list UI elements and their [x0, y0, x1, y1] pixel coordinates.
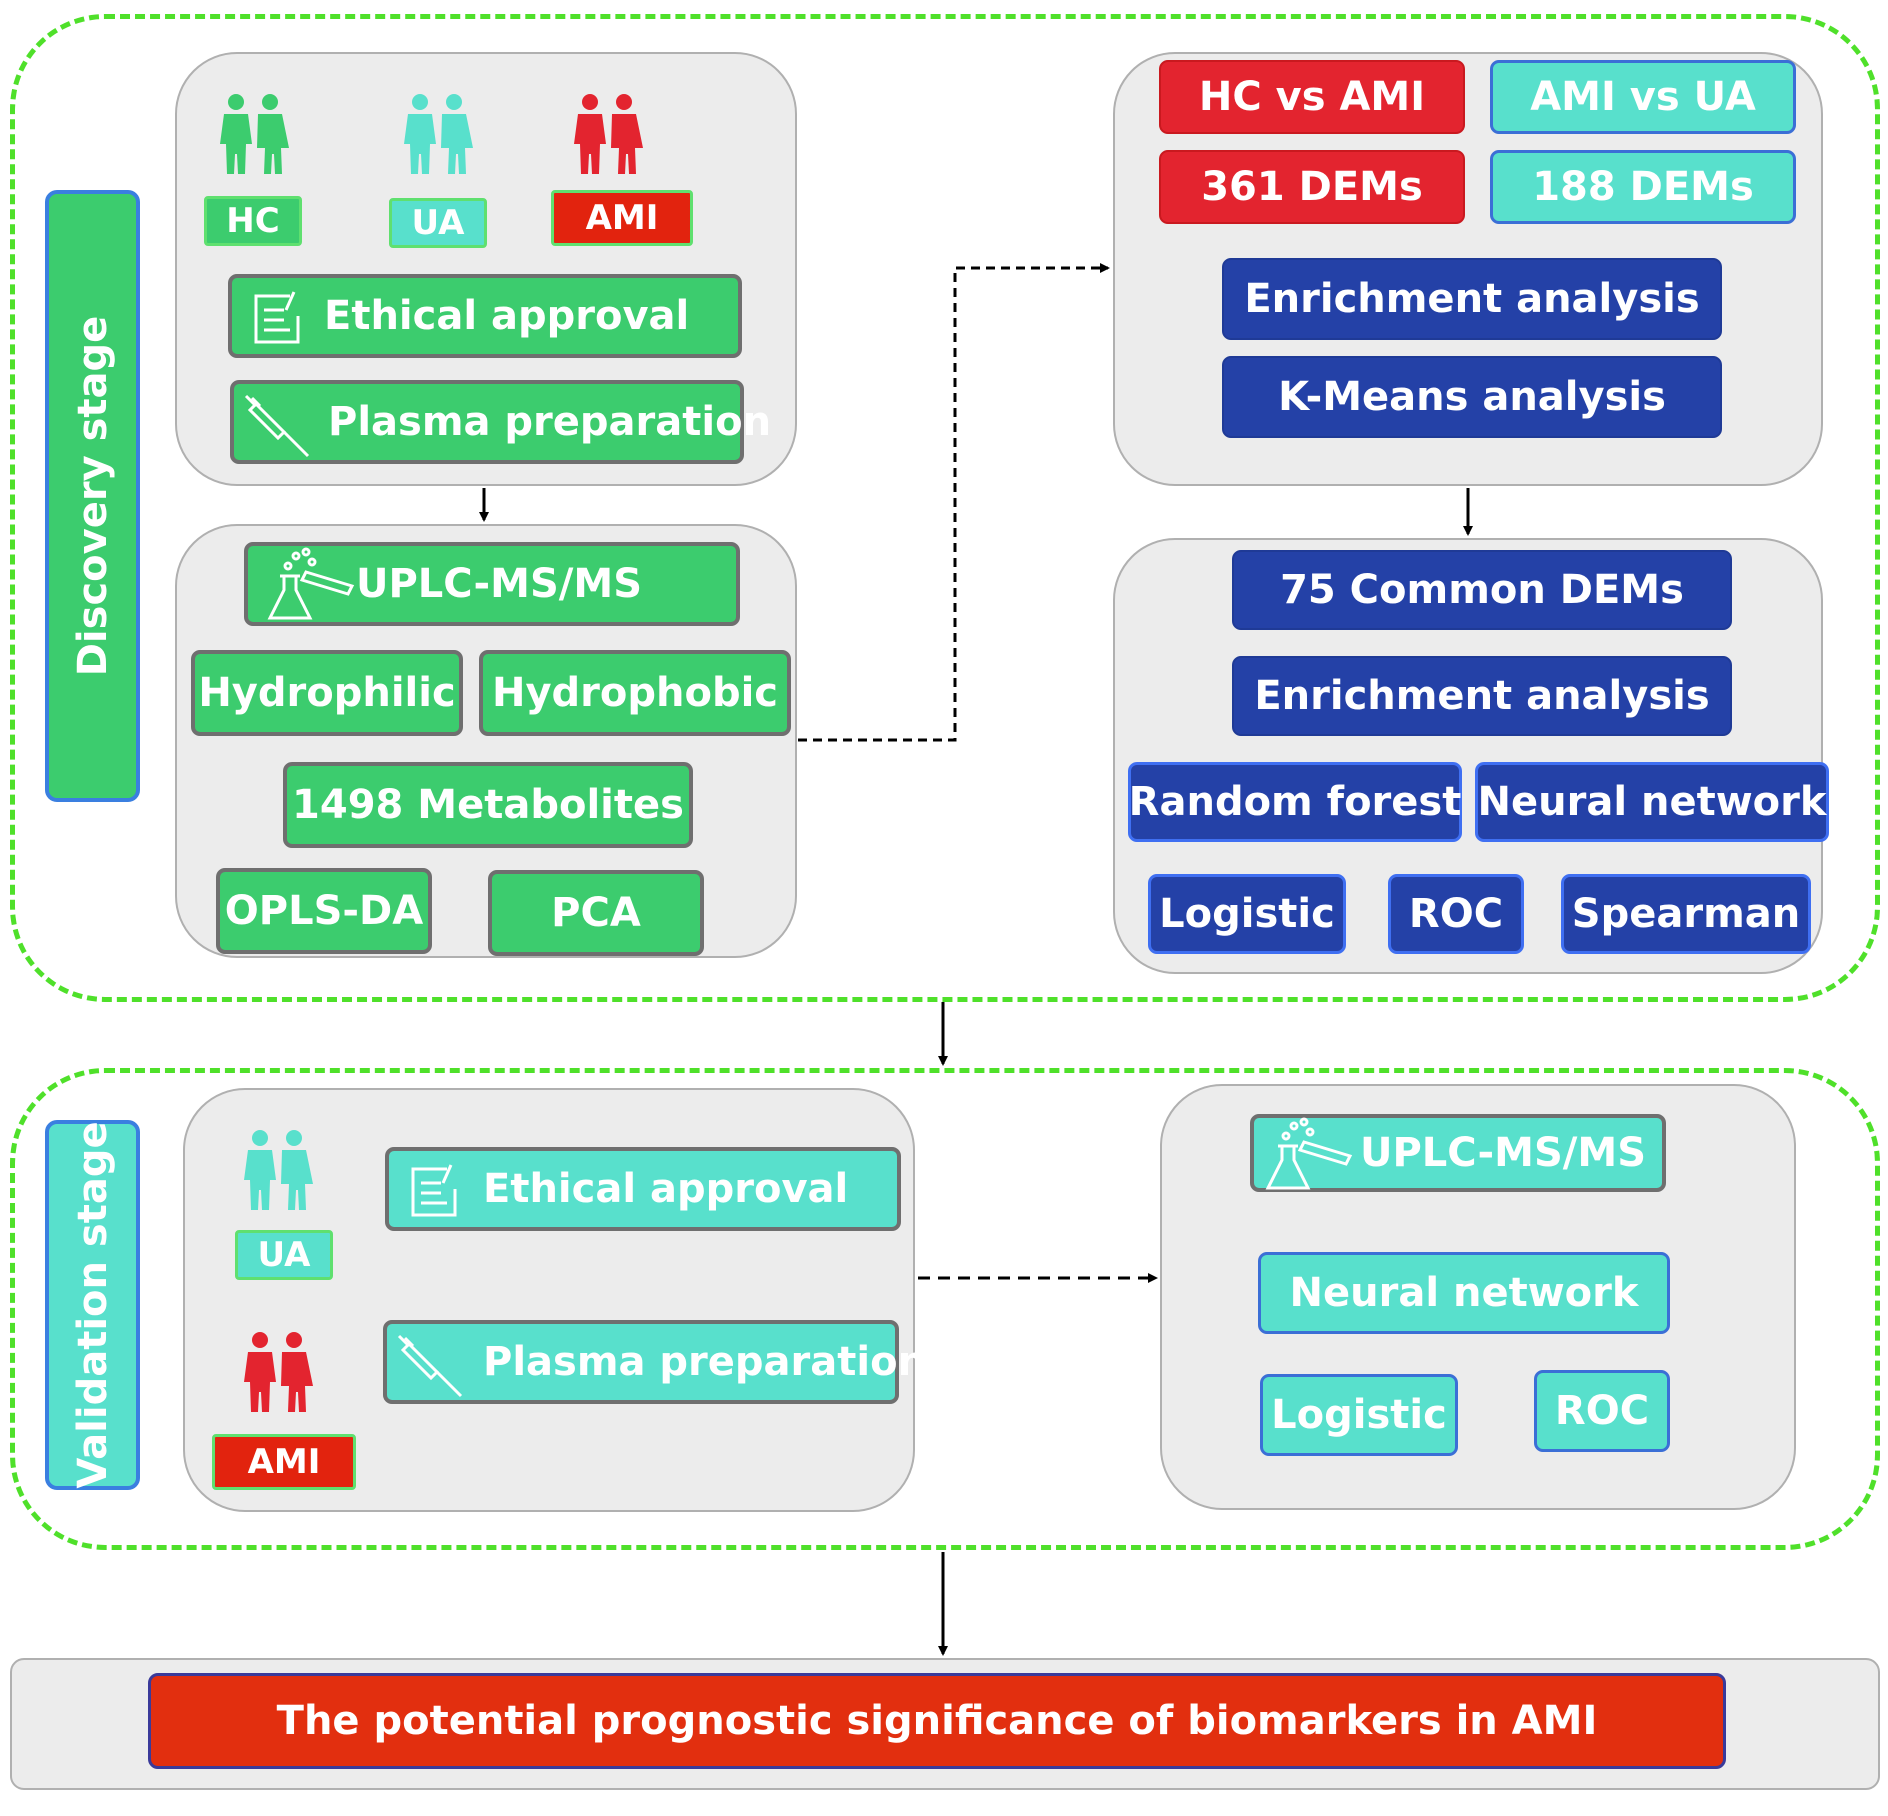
enrichment-analysis-2-box: Enrichment analysis [1232, 656, 1732, 736]
hc-vs-ami-box: HC vs AMI [1159, 60, 1465, 134]
random-forest-box: Random forest [1128, 762, 1462, 842]
validation-uplc-msms-label: UPLC-MS/MS [1360, 1130, 1646, 1176]
dems-361-box: 361 DEMs [1159, 150, 1465, 224]
ethical-approval-label: Ethical approval [324, 293, 690, 339]
clipboard-icon [254, 291, 300, 344]
validation-roc-box: ROC [1534, 1370, 1670, 1452]
hc-tag: HC [204, 196, 302, 246]
discovery-stage-label: Discovery stage [45, 190, 140, 802]
roc-box: ROC [1388, 874, 1524, 954]
flask-icon [1265, 1117, 1353, 1190]
uplc-msms-label: UPLC-MS/MS [356, 561, 642, 607]
validation-neural-network-box: Neural network [1258, 1252, 1670, 1334]
discovery-stage-frame [10, 14, 1880, 1002]
conclusion-box: The potential prognostic significance of… [148, 1673, 1726, 1769]
people-icon [402, 92, 476, 176]
plasma-preparation-box: Plasma preparation [230, 380, 771, 464]
validation-ethical-approval-box: Ethical approval [385, 1147, 901, 1231]
validation-uplc-msms-box: UPLC-MS/MS [1250, 1114, 1666, 1192]
people-icon [242, 1128, 316, 1212]
clipboard-icon [411, 1164, 457, 1217]
neural-network-box: Neural network [1475, 762, 1829, 842]
validation-plasma-preparation-box: Plasma preparation [383, 1320, 926, 1404]
dems-188-box: 188 DEMs [1490, 150, 1796, 224]
ami-vs-ua-box: AMI vs UA [1490, 60, 1796, 134]
syringe-icon [397, 1334, 463, 1398]
syringe-icon [244, 394, 310, 458]
people-icon [572, 92, 646, 176]
validation-stage-frame [10, 1068, 1880, 1550]
validation-ethical-approval-label: Ethical approval [483, 1166, 849, 1212]
kmeans-analysis-box: K-Means analysis [1222, 356, 1722, 438]
people-icon [218, 92, 292, 176]
ua-tag: UA [389, 198, 487, 248]
validation-plasma-preparation-label: Plasma preparation [483, 1339, 927, 1385]
pca-box: PCA [488, 870, 704, 956]
ami-tag: AMI [551, 190, 693, 246]
validation-ua-tag: UA [235, 1230, 333, 1280]
logistic-box: Logistic [1148, 874, 1346, 954]
hydrophobic-box: Hydrophobic [479, 650, 791, 736]
uplc-msms-box: UPLC-MS/MS [244, 542, 740, 626]
flask-icon [267, 547, 355, 620]
hydrophilic-box: Hydrophilic [191, 650, 463, 736]
spearman-box: Spearman [1561, 874, 1811, 954]
enrichment-analysis-box: Enrichment analysis [1222, 258, 1722, 340]
metabolites-box: 1498 Metabolites [283, 762, 693, 848]
validation-stage-label: Validation stage [45, 1120, 140, 1490]
plasma-preparation-label: Plasma preparation [328, 399, 772, 445]
ethical-approval-box: Ethical approval [228, 274, 742, 358]
people-icon [242, 1330, 316, 1414]
discovery-stage-title: Discovery stage [69, 315, 116, 677]
validation-ami-tag: AMI [212, 1434, 356, 1490]
common-dems-box: 75 Common DEMs [1232, 550, 1732, 630]
validation-stage-title: Validation stage [69, 1121, 116, 1489]
opls-da-box: OPLS-DA [216, 868, 432, 954]
validation-logistic-box: Logistic [1260, 1374, 1458, 1456]
